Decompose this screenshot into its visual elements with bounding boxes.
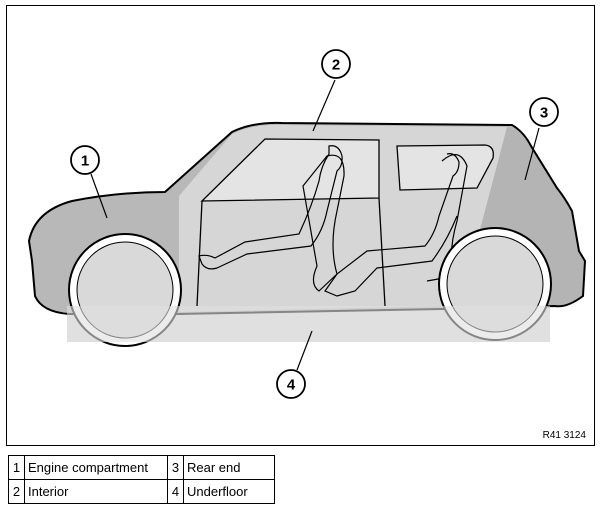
legend-number: 1 xyxy=(8,455,25,480)
legend-label: Underfloor xyxy=(183,479,275,504)
front-window xyxy=(200,138,380,202)
callout-3: 3 xyxy=(529,97,559,127)
underfloor-overlay xyxy=(67,306,550,342)
rear-occupant xyxy=(324,153,460,297)
car-outline xyxy=(27,121,587,315)
legend-label: Interior xyxy=(24,479,168,504)
door-line xyxy=(196,197,386,307)
legend-table: 1 Engine compartment 3 Rear end 2 Interi… xyxy=(8,455,275,504)
car-illustration: 1 2 3 4 xyxy=(27,49,587,399)
rear-window xyxy=(396,144,494,191)
leader-4 xyxy=(296,330,313,371)
svg-text:1: 1 xyxy=(81,153,89,170)
legend-number: 2 xyxy=(8,479,25,504)
callout-2: 2 xyxy=(321,49,351,79)
front-occupant xyxy=(198,145,343,270)
svg-text:2: 2 xyxy=(332,57,340,74)
legend-row: 1 Engine compartment 3 Rear end xyxy=(8,455,275,480)
vehicle-zones-diagram: 1 2 3 4 R41 3124 xyxy=(6,5,595,446)
leader-3 xyxy=(524,127,540,181)
front-seat xyxy=(302,154,345,292)
legend-number: 3 xyxy=(167,455,184,480)
svg-text:3: 3 xyxy=(540,105,548,122)
leader-1 xyxy=(90,173,108,219)
leader-2 xyxy=(312,79,336,132)
legend-number: 4 xyxy=(167,479,184,504)
figure-reference-code: R41 3124 xyxy=(542,430,586,441)
legend-label: Rear end xyxy=(183,455,275,480)
callout-1: 1 xyxy=(70,145,100,175)
legend-label: Engine compartment xyxy=(24,455,168,480)
callout-4: 4 xyxy=(276,369,306,399)
svg-text:4: 4 xyxy=(287,377,296,394)
legend-row: 2 Interior 4 Underfloor xyxy=(8,479,275,504)
